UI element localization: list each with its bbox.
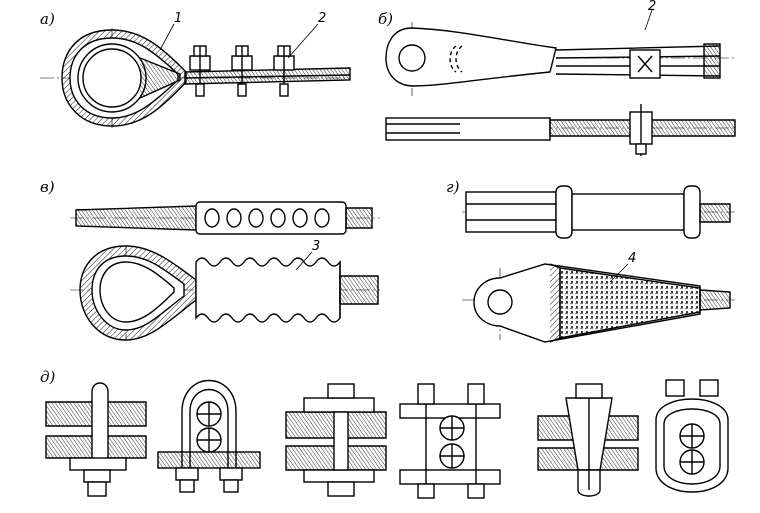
panel-b-drawing: [385, 9, 736, 156]
panel-d-drawing: [45, 379, 729, 499]
panel-label-g: г): [446, 178, 460, 196]
panel-label-b: б): [378, 10, 394, 28]
callout-2-panel-b: 2: [648, 0, 657, 14]
callout-3: 3: [312, 239, 321, 254]
panel-a-drawing: [40, 23, 351, 128]
callout-4: 4: [628, 251, 637, 266]
panel-label-v: в): [40, 178, 55, 196]
panel-label-a: а): [40, 10, 55, 28]
panel-v-drawing: [70, 201, 380, 341]
callout-2-panel-a: 2: [318, 11, 327, 26]
panel-g-drawing: [462, 185, 735, 343]
callout-1: 1: [174, 11, 183, 26]
panel-label-d: д): [40, 368, 56, 386]
